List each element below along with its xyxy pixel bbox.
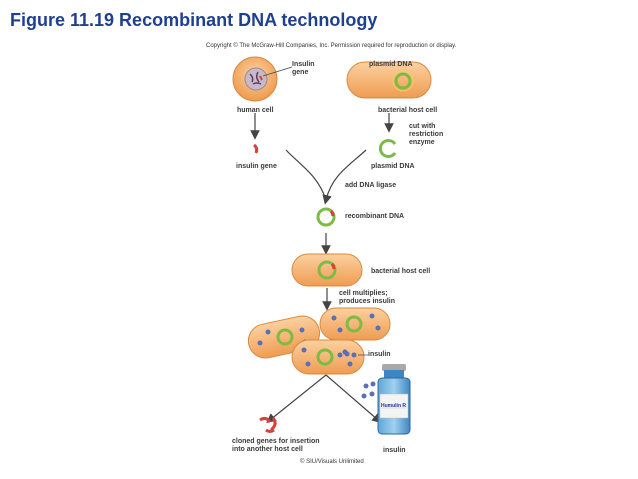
multiplied-cell-right [319, 307, 391, 341]
vial-label-text: Humulin R [381, 403, 406, 409]
label-insulin-gene: insulin gene [236, 163, 277, 170]
arrow-plasmid-converge [322, 149, 367, 205]
figure-title: Figure 11.19 Recombinant DNA technology [10, 10, 378, 30]
cut-plasmid [378, 139, 397, 158]
label-bacterial-host-cell-top: bacterial host cell [378, 107, 438, 114]
label-bacterial-host-cell: bacterial host cell [371, 268, 431, 275]
label-cut-with-enzyme: cut with restriction enzyme [409, 123, 444, 146]
arrow-to-cloned [266, 374, 327, 424]
photo-credit: © SIU/Visuals Unlimited [300, 459, 364, 465]
label-plasmid-dna-top: plasmid DNA [369, 61, 413, 68]
label-insulin-mid: insulin [368, 351, 391, 358]
arrow-gene-converge [285, 149, 327, 201]
recombinant-dna [316, 207, 336, 227]
insulin-gene-pointer [262, 66, 293, 77]
secreted-insulin [361, 381, 376, 399]
arrow-to-insulin [325, 374, 382, 424]
insulin-gene-fragment [253, 143, 259, 154]
label-human-cell: human cell [237, 107, 274, 114]
label-plasmid-dna: plasmid DNA [371, 163, 415, 170]
bacterial-host-cell-top [346, 61, 432, 99]
label-insulin-bottom: insulin [383, 447, 406, 454]
label-add-ligase: add DNA ligase [345, 182, 397, 189]
copyright-notice: Copyright © The McGraw-Hill Companies, I… [206, 43, 457, 49]
label-cell-multiplies: cell multiplies; produces insulin [339, 290, 396, 305]
multiplied-cell-center [291, 339, 365, 375]
label-cloned-genes: cloned genes for insertion into another … [232, 438, 320, 453]
bacterial-host-cell [291, 253, 363, 287]
insulin-dots [337, 351, 357, 358]
human-cell [232, 56, 278, 102]
cloned-genes [259, 416, 277, 433]
insulin-vial [377, 364, 411, 435]
label-recombinant-dna: recombinant DNA [345, 213, 405, 220]
label-insulin-gene-top: Insulin gene [292, 61, 315, 76]
